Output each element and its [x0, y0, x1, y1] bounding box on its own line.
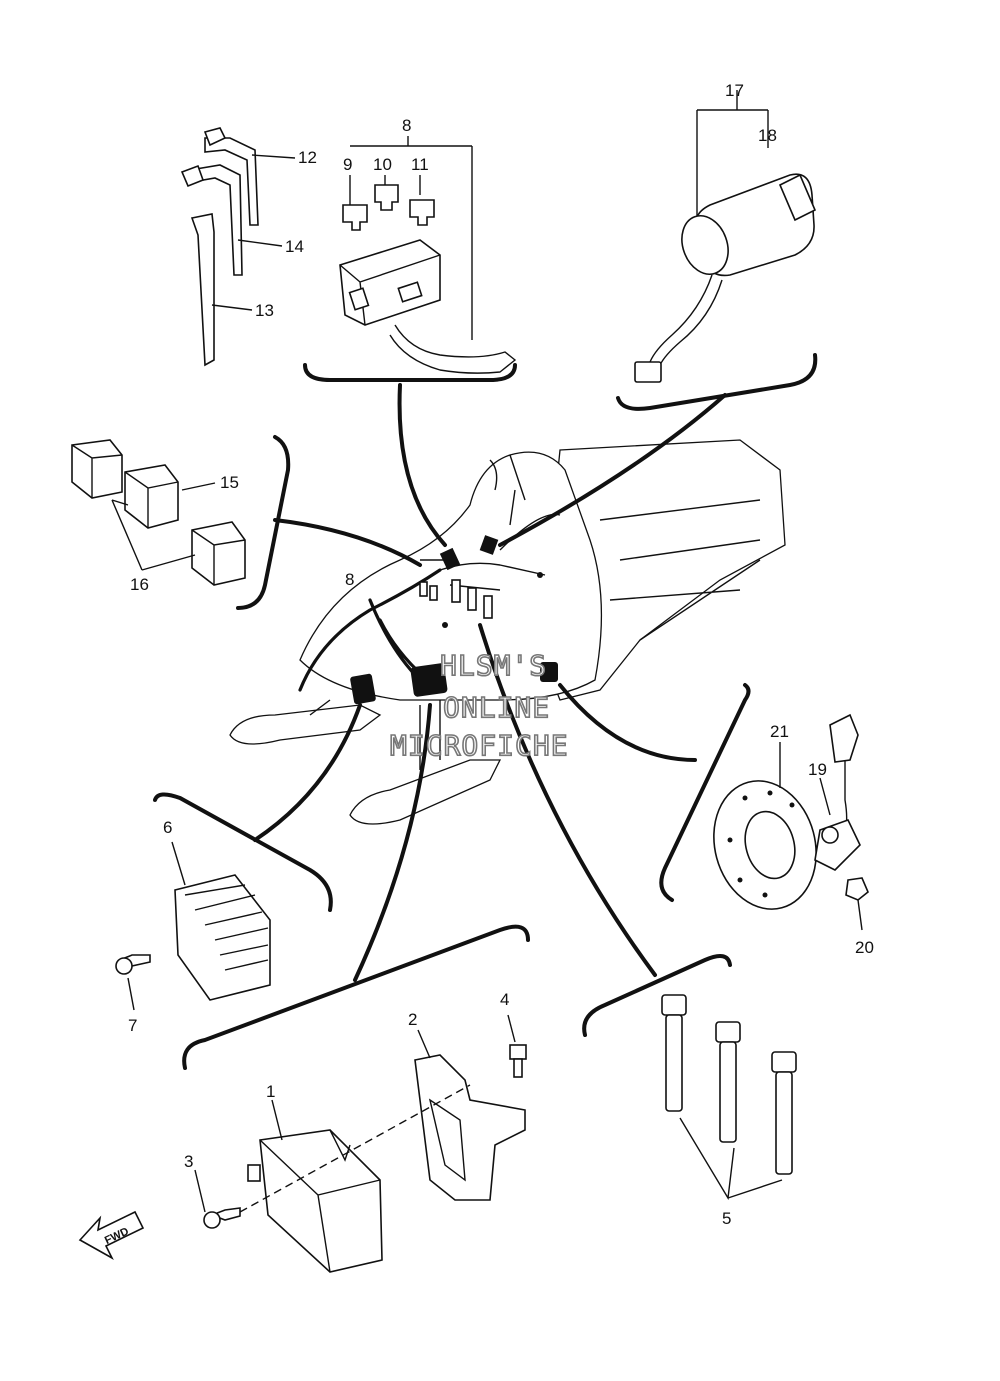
callout-15: 15 [220, 473, 239, 492]
cover-16b-icon [191, 521, 246, 586]
watermark: HLSM'S ONLINE MICROFICHE [389, 648, 569, 763]
callout-8-top: 8 [402, 116, 411, 135]
callout-5: 5 [722, 1209, 731, 1228]
watermark-line-2: ONLINE [443, 691, 550, 724]
nut-20-icon [845, 877, 869, 901]
fuse-9-icon [342, 204, 368, 231]
coil-b-icon [715, 1021, 741, 1143]
plug-caps-in-body [419, 579, 493, 619]
callout-labels: 1 2 3 4 5 6 7 8 8 9 10 11 12 13 14 15 16… [128, 81, 874, 1228]
callout-7: 7 [128, 1016, 137, 1035]
snowmobile-body [229, 439, 786, 825]
callout-20: 20 [855, 938, 874, 957]
bracket-icon [414, 1054, 526, 1201]
callout-11: 11 [411, 155, 429, 174]
bolt-4-icon [509, 1044, 527, 1060]
fuse-box-group [339, 136, 517, 374]
main-switch-group [634, 90, 817, 383]
regulator-group [115, 841, 271, 1011]
connector-icon [634, 361, 662, 383]
pickup-19-icon [829, 713, 859, 763]
callout-4: 4 [500, 990, 509, 1009]
callout-12: 12 [298, 148, 317, 167]
cover-16a-icon [71, 439, 123, 499]
cdi-unit-icon [259, 1129, 383, 1273]
fuse-11-icon [409, 199, 435, 226]
fuse-10-icon [374, 184, 399, 211]
callout-21: 21 [770, 722, 789, 741]
cable-ties-group [180, 127, 296, 367]
callout-2: 2 [408, 1010, 417, 1029]
leader-lines [253, 383, 727, 982]
callout-19: 19 [808, 760, 827, 779]
cover-15-icon [124, 464, 179, 529]
cable-tie-13-icon [190, 213, 215, 367]
callout-13: 13 [255, 301, 274, 320]
callout-6: 6 [163, 818, 172, 837]
fuse-box-icon [339, 239, 441, 326]
cdi-group [194, 1014, 527, 1273]
ignition-coils-group [661, 994, 797, 1201]
cable-tie-12-icon [204, 137, 259, 226]
fwd-arrow-icon: FWD [78, 1210, 145, 1260]
watermark-line-1: HLSM'S [440, 649, 547, 682]
watermark-line-3: MICROFICHE [390, 729, 569, 762]
callout-8-body: 8 [345, 570, 354, 589]
callout-14: 14 [285, 237, 304, 256]
regulator-icon [174, 874, 271, 1001]
callout-9: 9 [343, 155, 352, 174]
group-brackets [153, 353, 818, 1070]
callout-16: 16 [130, 575, 149, 594]
coil-a-icon [661, 994, 687, 1112]
coil-c-icon [771, 1051, 797, 1175]
callout-10: 10 [373, 155, 392, 174]
covers-group [71, 439, 246, 586]
pickup-group [713, 713, 869, 931]
callout-3: 3 [184, 1152, 193, 1171]
callout-18: 18 [758, 126, 777, 145]
callout-17: 17 [725, 81, 744, 100]
callout-1: 1 [266, 1082, 275, 1101]
